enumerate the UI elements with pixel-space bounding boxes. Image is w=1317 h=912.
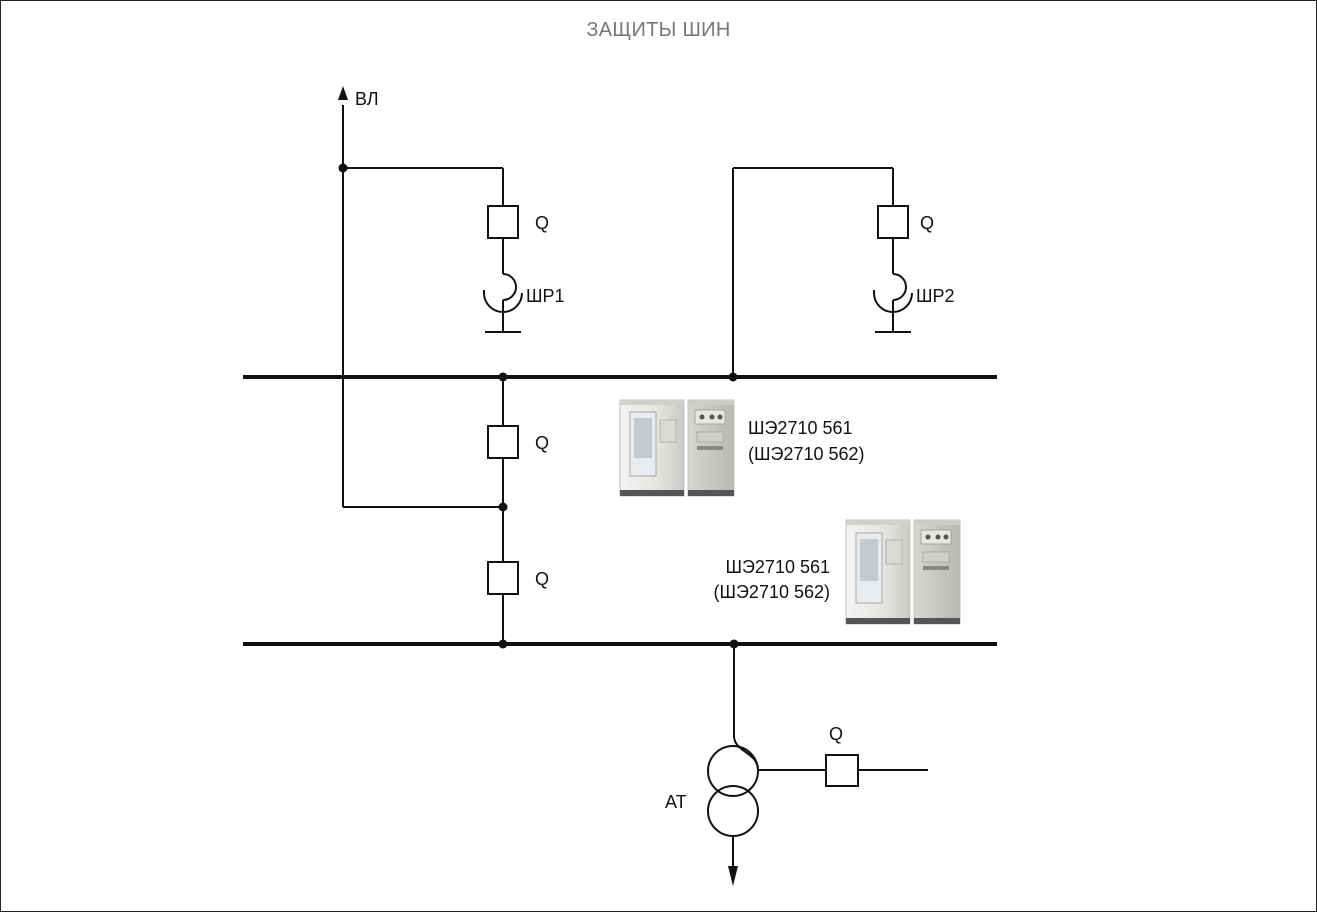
junction-dot — [338, 163, 348, 173]
cabinet-1-alt: (ШЭ2710 562) — [748, 444, 865, 464]
disconnector-1-arc — [502, 273, 517, 301]
breaker-q-2 — [877, 205, 909, 239]
disconnector-1-label: ШР1 — [526, 286, 565, 306]
cabinet-group-2 — [845, 519, 961, 625]
breaker-q-1 — [487, 205, 519, 239]
breaker-q-1-label: Q — [535, 213, 549, 233]
disconnector-2-cup — [873, 290, 913, 313]
junction-dot — [498, 502, 508, 512]
junction-dot — [728, 372, 738, 382]
breaker-q-5-label: Q — [829, 724, 843, 744]
cabinet-unit — [845, 519, 911, 625]
diagram-title: ЗАЩИТЫ ШИН — [586, 19, 731, 41]
junction-dot — [729, 639, 739, 649]
transformer-label: АТ — [665, 792, 687, 812]
cabinet-2-alt: (ШЭ2710 562) — [714, 582, 831, 602]
cabinet-1-name: ШЭ2710 561 — [748, 418, 853, 438]
disconnector-1-cup — [483, 290, 523, 313]
junction-dot — [498, 639, 508, 649]
cabinet-unit — [619, 399, 685, 497]
disconnector-2-arc — [892, 273, 907, 301]
breaker-q-3 — [487, 425, 519, 459]
breaker-q-4-label: Q — [535, 569, 549, 589]
arrow-down-icon — [728, 866, 738, 886]
arrow-up-icon — [338, 86, 348, 100]
breaker-q-4 — [487, 561, 519, 595]
transformer-winding-1 — [707, 745, 759, 797]
cabinet-group-1 — [619, 399, 735, 497]
cabinet-unit — [687, 399, 735, 497]
disconnector-2-label: ШР2 — [916, 286, 955, 306]
cabinet-2-name: ШЭ2710 561 — [725, 557, 830, 577]
breaker-q-3-label: Q — [535, 433, 549, 453]
cabinet-unit — [913, 519, 961, 625]
line-label: ВЛ — [355, 89, 379, 109]
at-tap-curve — [733, 735, 759, 771]
breaker-q-2-label: Q — [920, 213, 934, 233]
junction-dot — [498, 372, 508, 382]
breaker-q-5 — [825, 754, 859, 787]
transformer-winding-2 — [707, 785, 759, 837]
